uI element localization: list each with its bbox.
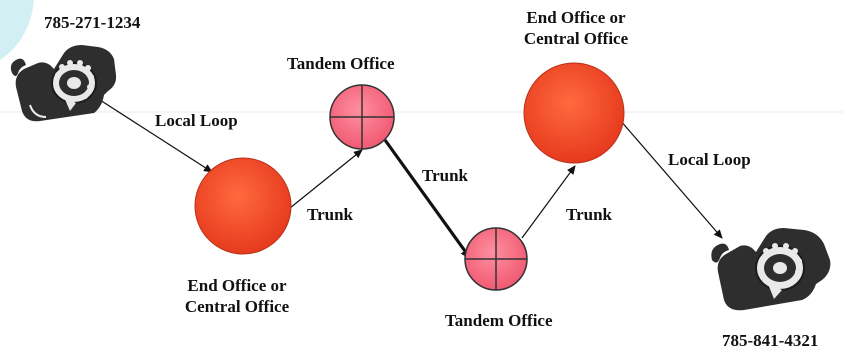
- caller-number: 785-271-1234: [44, 13, 141, 32]
- end-office-right-node: [523, 62, 625, 164]
- trunk-2-line: [383, 139, 472, 260]
- end-office-left-label: End Office or Central Office: [185, 275, 289, 317]
- end-office-left-line1: End Office or: [187, 276, 287, 295]
- local-loop-right-line: [619, 119, 723, 239]
- callee-number: 785-841-4321: [722, 331, 819, 350]
- end-office-left-node: [194, 157, 292, 255]
- tandem-office-bottom-label: Tandem Office: [445, 311, 553, 330]
- trunk-3-line: [521, 165, 576, 239]
- tandem-office-bottom-node: [464, 227, 528, 291]
- trunk-1-line: [289, 149, 363, 209]
- end-office-right-line2: Central Office: [523, 29, 629, 48]
- trunk-2-label: Trunk: [422, 166, 468, 185]
- end-office-right-label: End Office or Central Office: [524, 7, 628, 49]
- corner-accent: [0, 0, 34, 60]
- end-office-right-line1: End Office or: [526, 8, 626, 27]
- local-loop-right-label: Local Loop: [668, 150, 751, 169]
- local-loop-left-label: Local Loop: [155, 111, 238, 130]
- telephone-icon: [10, 45, 117, 122]
- trunk-1-label: Trunk: [307, 205, 353, 224]
- end-office-left-line2: Central Office: [184, 297, 290, 316]
- telephone-icon: [711, 228, 831, 311]
- tandem-office-top-label: Tandem Office: [287, 54, 395, 73]
- local-loop-left-line: [99, 99, 213, 173]
- tandem-office-top-node: [329, 84, 395, 150]
- trunk-3-label: Trunk: [566, 205, 612, 224]
